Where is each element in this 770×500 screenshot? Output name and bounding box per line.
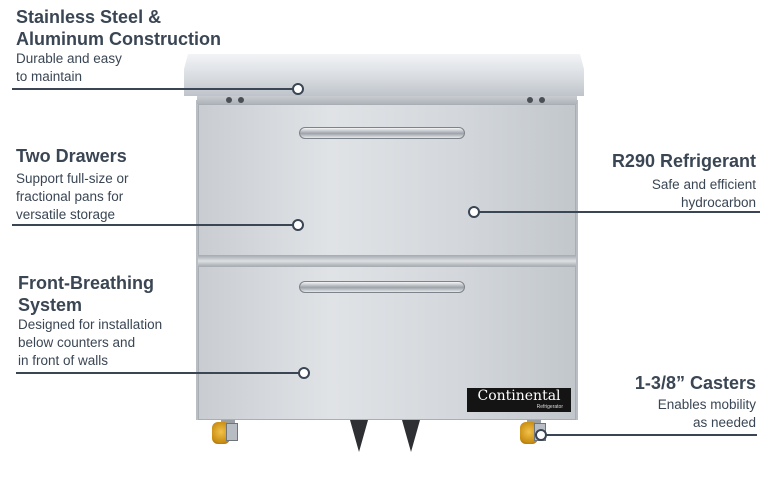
callout-title: System	[18, 295, 83, 315]
callout-desc: hydrocarbon	[680, 195, 756, 210]
screw	[539, 97, 545, 103]
callout-refrigerant: R290 Refrigerant Safe and efficient hydr…	[560, 150, 756, 212]
top-rail	[197, 94, 577, 104]
brand-name: Continental	[477, 388, 561, 404]
caster-axle-left	[226, 423, 238, 441]
upper-drawer-handle[interactable]	[299, 127, 465, 139]
callout-desc: Enables mobility	[657, 397, 756, 412]
leader-dot-refrigerant	[468, 206, 480, 218]
brand-logo: Continental Refrigerator	[467, 388, 571, 412]
callout-title: Aluminum Construction	[16, 29, 221, 49]
leader-dot-casters	[535, 429, 547, 441]
leader-dot-breathing	[298, 367, 310, 379]
callout-desc: Support full-size or	[16, 171, 129, 186]
callout-title: Stainless Steel &	[16, 7, 162, 27]
leader-dot-drawers	[292, 219, 304, 231]
callout-title: Front-Breathing	[18, 273, 154, 293]
callout-desc: fractional pans for	[16, 189, 124, 204]
callout-drawers: Two Drawers Support full-size or fractio…	[16, 145, 129, 224]
callout-casters: 1-3/8” Casters Enables mobility as neede…	[560, 372, 756, 432]
callout-title: 1-3/8” Casters	[634, 373, 756, 393]
leader-dot-construction	[292, 83, 304, 95]
callout-desc: versatile storage	[16, 207, 116, 222]
screw	[527, 97, 533, 103]
leader-line-refrigerant	[474, 211, 760, 213]
callout-desc: as needed	[692, 415, 756, 430]
callout-front-breathing: Front-Breathing System Designed for inst…	[18, 272, 162, 370]
callout-desc: to maintain	[16, 69, 83, 84]
leader-line-casters	[541, 434, 757, 436]
callout-desc: Durable and easy	[16, 51, 122, 66]
drawer-divider	[198, 256, 576, 266]
callout-construction: Stainless Steel & Aluminum Construction …	[16, 6, 221, 86]
caster-wheel-left	[212, 422, 230, 444]
callout-desc: in front of walls	[18, 353, 109, 368]
rear-leg-right	[402, 420, 420, 452]
callout-desc: Designed for installation	[18, 317, 163, 332]
brand-sub: Refrigerator	[536, 404, 563, 410]
upper-drawer[interactable]	[198, 104, 576, 256]
leader-line-breathing	[16, 372, 304, 374]
rear-leg-left	[350, 420, 368, 452]
leader-line-construction	[12, 88, 298, 90]
callout-title: R290 Refrigerant	[611, 151, 756, 171]
leader-line-drawers	[12, 224, 298, 226]
lower-drawer-handle[interactable]	[299, 281, 465, 293]
callout-title: Two Drawers	[16, 146, 127, 166]
callout-desc: Safe and efficient	[651, 177, 756, 192]
callout-desc: below counters and	[18, 335, 136, 350]
caster-wheel-right	[520, 422, 538, 444]
screw	[226, 97, 232, 103]
screw	[238, 97, 244, 103]
